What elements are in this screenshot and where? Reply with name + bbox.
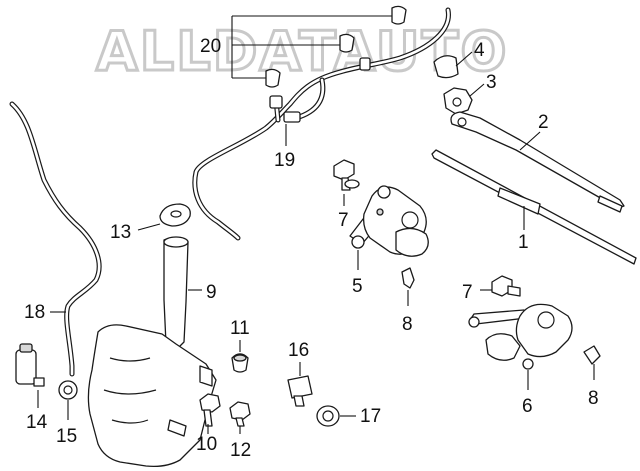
callout-11: 11 (230, 318, 250, 339)
part-6-rear-wiper-motor (468, 303, 573, 390)
part-7-bolt-lower (480, 275, 521, 297)
callout-3: 3 (486, 72, 497, 93)
part-5-front-wiper-motor (349, 185, 429, 270)
callout-13: 13 (110, 222, 131, 243)
part-3-nut (443, 83, 485, 115)
part-2-wiper-arm (450, 111, 625, 213)
part-11-grommet (231, 340, 249, 373)
callout-7-upper: 7 (338, 210, 349, 231)
callout-8-upper: 8 (402, 314, 413, 335)
callout-2: 2 (538, 112, 549, 133)
callout-4: 4 (474, 40, 485, 61)
part-10-bolt (199, 393, 221, 434)
part-13-grommet (137, 203, 191, 231)
callout-9: 9 (206, 282, 217, 303)
part-9-washer-reservoir (87, 236, 217, 468)
part-18-rear-washer-hose (9, 101, 102, 377)
callout-20: 20 (200, 36, 221, 57)
callout-18: 18 (24, 302, 45, 323)
part-19-washer-hose (192, 7, 451, 241)
part-12-bolt (229, 401, 251, 434)
part-15-pump-seal (58, 380, 78, 420)
callout-6: 6 (522, 396, 533, 417)
callout-19: 19 (274, 150, 295, 171)
callout-15: 15 (56, 426, 77, 447)
callout-10: 10 (196, 434, 217, 455)
callout-12: 12 (230, 440, 251, 461)
callout-5: 5 (352, 276, 363, 297)
part-4-pivot-cap (433, 51, 473, 79)
callout-7-lower: 7 (462, 282, 473, 303)
callout-17: 17 (360, 406, 381, 427)
part-8-clip-lower (583, 345, 601, 380)
part-8-clip-upper (401, 267, 415, 306)
part-14-washer-pump (15, 343, 45, 408)
callout-8-lower: 8 (588, 388, 599, 409)
part-16-level-sensor (287, 362, 313, 407)
callout-1: 1 (518, 232, 529, 253)
part-7-bolt-upper (333, 159, 360, 206)
part-17-sensor-grommet (316, 405, 356, 427)
callout-16: 16 (288, 340, 309, 361)
callout-14: 14 (26, 412, 48, 433)
part-20-check-valves (231, 5, 407, 88)
part-1-wiper-blade (431, 149, 637, 265)
